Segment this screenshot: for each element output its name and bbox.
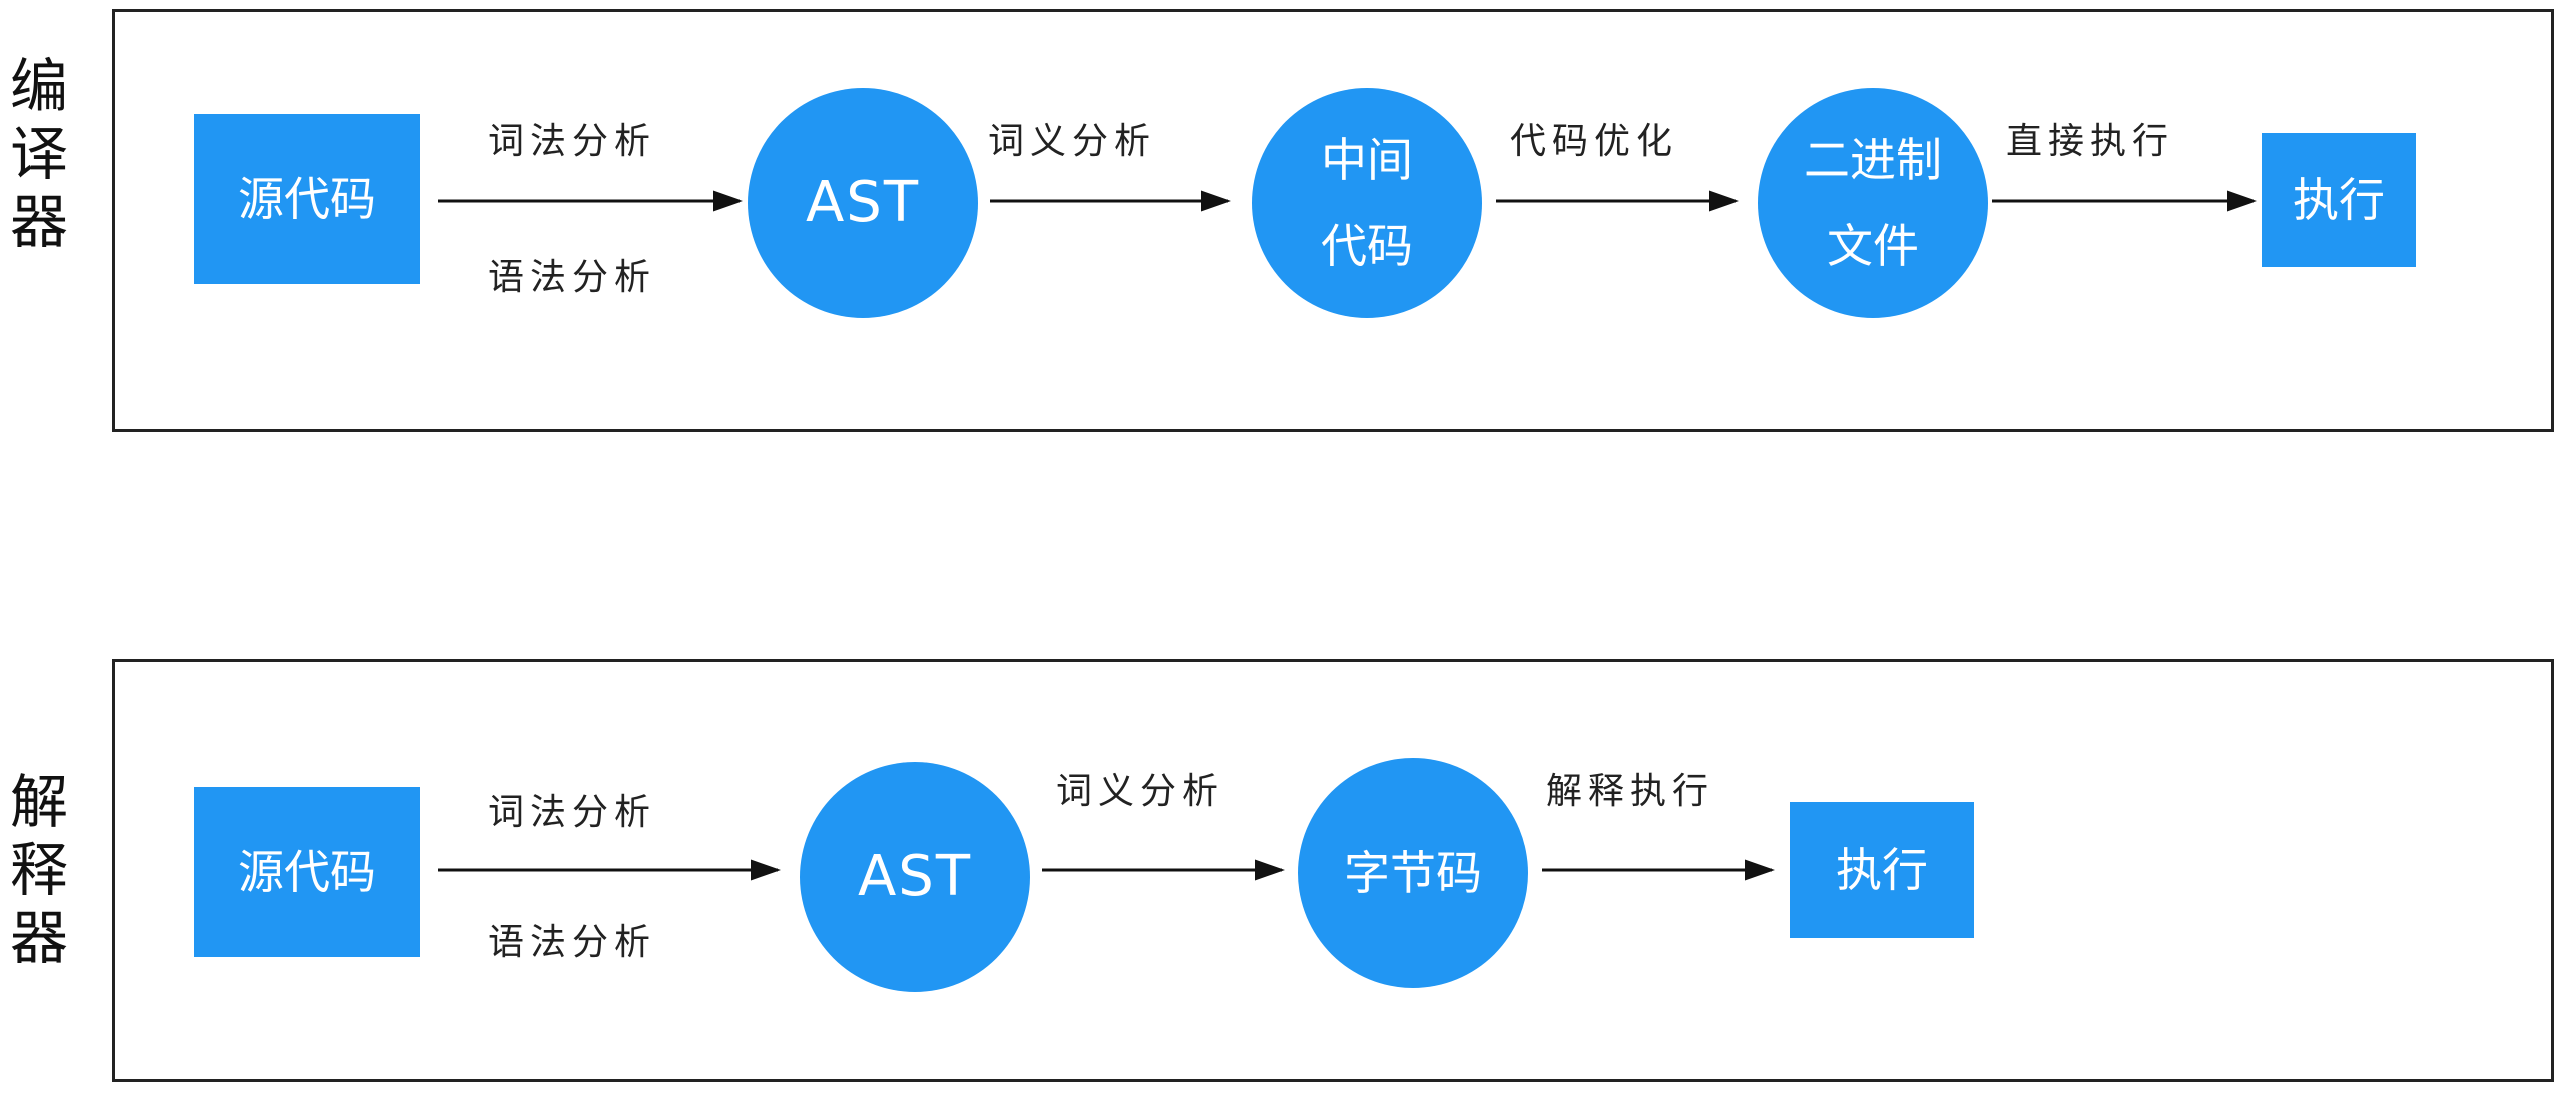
interpreter-label-char: 器 — [9, 904, 68, 972]
interpreter-label-char: 解 — [9, 768, 68, 836]
compiler-ast-label: AST — [805, 170, 921, 235]
interpreter-syntax-analysis-label: 语法分析 — [488, 922, 657, 963]
interpreter-ast-node: AST — [800, 762, 1030, 992]
interpreter-source-code-box: 源代码 — [194, 787, 420, 957]
compiler-intermediate-code-line2: 代码 — [1321, 219, 1413, 273]
compiler-ast-node: AST — [748, 88, 978, 318]
compiler-intermediate-code-line1: 中间 — [1321, 133, 1413, 187]
interpreter-semantic-analysis-label: 词义分析 — [1056, 771, 1225, 812]
compiler-side-label: 编 译 器 — [0, 52, 78, 256]
compiler-intermediate-code-node: 中间 代码 — [1252, 88, 1482, 318]
compiler-label-char: 器 — [9, 188, 68, 256]
interpreter-lexical-analysis-label: 词法分析 — [488, 792, 657, 833]
interpreter-side-label: 解 释 器 — [0, 768, 78, 972]
compiler-syntax-analysis-label: 语法分析 — [488, 257, 657, 298]
compiler-lexical-analysis-label: 词法分析 — [488, 121, 657, 162]
interpreter-label-char: 释 — [9, 836, 68, 904]
compiler-binary-file-node: 二进制 文件 — [1758, 88, 1988, 318]
compiler-source-code-label: 源代码 — [238, 172, 376, 226]
interpreter-interpreted-execution-label: 解释执行 — [1546, 771, 1715, 812]
compiler-binary-file-line2: 文件 — [1827, 219, 1919, 273]
compiler-execute-label: 执行 — [2293, 173, 2385, 227]
interpreter-source-code-label: 源代码 — [238, 845, 376, 899]
compiler-code-optimization-label: 代码优化 — [1510, 121, 1679, 162]
compiler-direct-execution-label: 直接执行 — [2006, 121, 2175, 162]
interpreter-execute-label: 执行 — [1836, 843, 1928, 897]
interpreter-ast-label: AST — [857, 844, 973, 909]
compiler-execute-box: 执行 — [2262, 133, 2416, 267]
interpreter-bytecode-node: 字节码 — [1298, 758, 1528, 988]
compiler-source-code-box: 源代码 — [194, 114, 420, 284]
compiler-label-char: 编 — [9, 52, 68, 120]
compiler-semantic-analysis-label: 词义分析 — [988, 121, 1157, 162]
compiler-binary-file-line1: 二进制 — [1804, 133, 1942, 187]
interpreter-bytecode-label: 字节码 — [1344, 846, 1482, 900]
compiler-label-char: 译 — [9, 120, 68, 188]
compiler-panel — [112, 9, 2554, 432]
interpreter-execute-box: 执行 — [1790, 802, 1974, 938]
